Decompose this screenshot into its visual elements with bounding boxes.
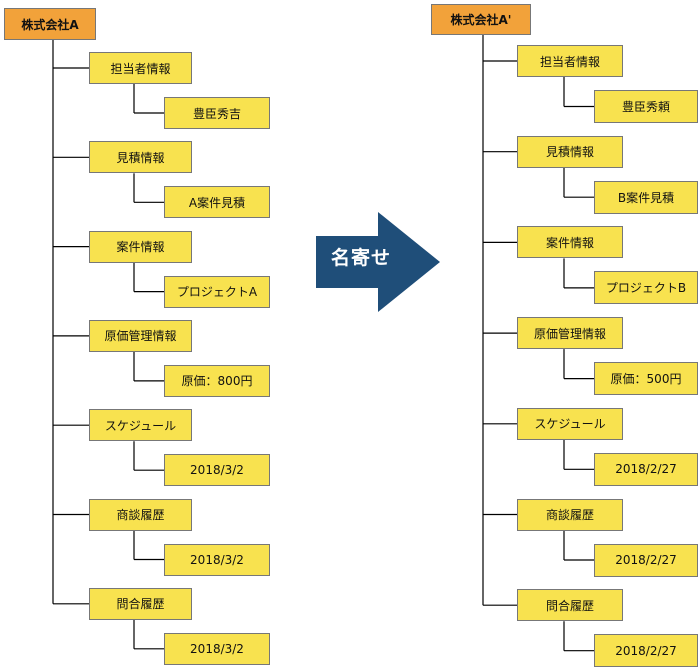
left-value-node: 原価：800円 [164,364,270,397]
right-category-node: 商談履歴 [517,498,623,531]
left-root-company: 株式会社A [4,8,96,40]
left-value-node: 2018/3/2 [164,632,270,665]
left-category-node: 見積情報 [89,141,192,174]
left-value-node: A案件見積 [164,186,270,219]
left-category-node: 問合履歴 [89,587,192,620]
left-value-node: 2018/3/2 [164,543,270,576]
merge-arrow-icon [316,212,440,312]
left-value-node: プロジェクトA [164,275,270,308]
right-category-node: 原価管理情報 [517,317,623,350]
right-value-node: 2018/2/27 [594,634,698,668]
left-category-node: スケジュール [89,409,192,442]
right-category-node: 担当者情報 [517,45,623,77]
left-category-node: 案件情報 [89,230,192,263]
right-category-node: スケジュール [517,407,623,440]
right-category-node: 見積情報 [517,135,623,168]
left-value-node: 豊臣秀吉 [164,97,270,129]
right-value-node: 2018/2/27 [594,543,698,577]
right-value-node: 豊臣秀頼 [594,90,698,123]
merge-arrow-label: 名寄せ [330,246,391,269]
right-tree-connectors [482,35,594,652]
right-value-node: B案件見積 [594,180,698,214]
left-value-node: 2018/3/2 [164,454,270,487]
right-value-node: 原価：500円 [594,362,698,396]
left-category-node: 原価管理情報 [89,319,192,352]
right-category-node: 案件情報 [517,226,623,259]
left-category-node: 担当者情報 [89,52,192,84]
left-category-node: 商談履歴 [89,498,192,531]
right-value-node: 2018/2/27 [594,452,698,486]
right-root-company: 株式会社A' [431,4,531,35]
right-value-node: プロジェクトB [594,271,698,305]
right-category-node: 問合履歴 [517,589,623,622]
left-tree-connectors [52,40,164,650]
